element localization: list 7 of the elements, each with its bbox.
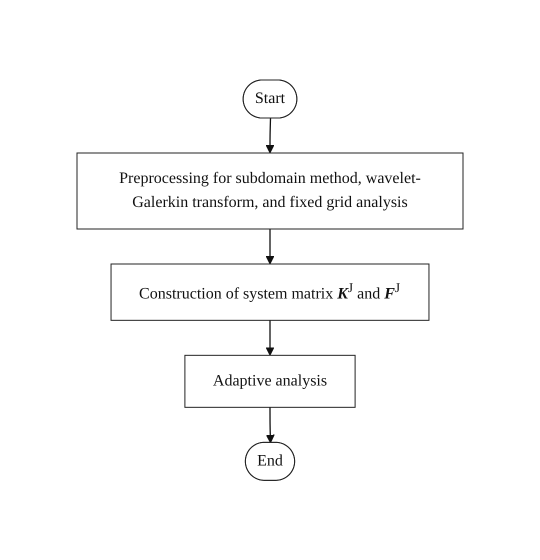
arrow: [266, 228, 274, 264]
arrow: [266, 118, 274, 154]
arrow: [266, 407, 275, 444]
node-box: Preprocessing for subdomain method, wavelet-Galerkin transform, and fixed grid analysis: [76, 152, 464, 230]
node-box: Adaptive analysis: [184, 354, 356, 408]
arrow: [266, 320, 274, 356]
node-box: Construction of system matrix K$^{J}$ and F$^{J}$: [110, 263, 430, 321]
